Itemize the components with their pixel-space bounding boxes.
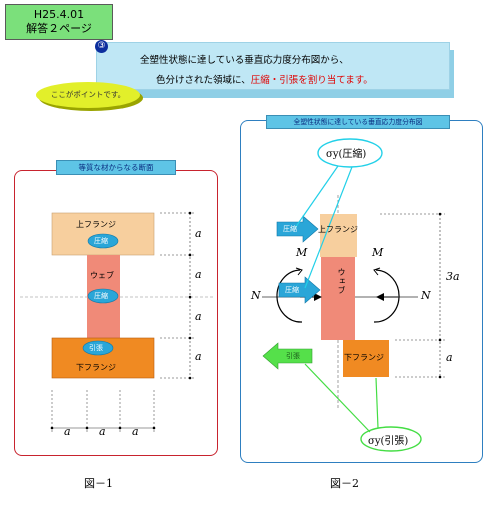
fig1-dim-a-7: a bbox=[132, 425, 139, 438]
fig1-dim-a-5: a bbox=[64, 425, 71, 438]
fig2-web-block bbox=[321, 257, 355, 340]
fig2-axial-left: N bbox=[251, 289, 261, 302]
figure-1-label: 等質な材からなる断面 bbox=[56, 160, 176, 175]
figure-1-caption: 図－1 bbox=[84, 477, 113, 490]
explanation-banner bbox=[96, 42, 450, 90]
figure-2-caption: 図－2 bbox=[330, 477, 359, 490]
fig1-dim-a-4: a bbox=[195, 350, 202, 363]
fig2-dim-a: a bbox=[446, 351, 453, 364]
fig2-tension-arrow bbox=[262, 342, 313, 370]
fig1-top-flange-label: 上フランジ bbox=[76, 220, 116, 229]
point-callout: ここがポイントです。 bbox=[36, 82, 140, 108]
fig2-top-flange-label: 上フランジ bbox=[318, 225, 358, 234]
banner-line-1: 全塑性状態に達している垂直応力度分布図から、 bbox=[140, 55, 349, 66]
fig2-bottom-flange-block bbox=[343, 340, 389, 377]
fig2-sigma-compression-text: σy(圧縮) bbox=[326, 149, 367, 160]
figure-2-label: 全塑性状態に達している垂直応力度分布図 bbox=[266, 115, 450, 129]
fig2-moment-right: M bbox=[372, 246, 384, 259]
fig1-top-badge-text: 圧縮 bbox=[94, 237, 108, 245]
banner-line-2: 色分けされた領域に、圧縮・引張を割り当てます。 bbox=[156, 72, 373, 86]
header-date: H25.4.01 bbox=[33, 8, 85, 21]
fig2-right-moment-arc bbox=[373, 269, 400, 323]
fig2-dim-3a: 3a bbox=[446, 270, 460, 283]
fig1-web-badge-text: 圧縮 bbox=[94, 292, 108, 300]
fig2-compression-arrow-web bbox=[278, 276, 321, 304]
fig2-top-flange-block bbox=[320, 214, 357, 257]
fig1-dim-a-2: a bbox=[195, 268, 202, 281]
fig1-dim-a-6: a bbox=[99, 425, 106, 438]
header-tag: H25.4.01 解答２ページ bbox=[5, 4, 113, 40]
fig1-top-badge bbox=[87, 233, 119, 249]
fig2-sigma-compression-callout bbox=[317, 138, 383, 168]
fig2-sigma-tension-text: σy(引張) bbox=[368, 436, 409, 447]
fig1-bottom-badge bbox=[82, 340, 114, 356]
header-page: 解答２ページ bbox=[26, 22, 92, 35]
fig1-web-badge bbox=[87, 288, 119, 304]
fig2-axial-right: N bbox=[421, 289, 431, 302]
fig2-bottom-flange-label: 下フランジ bbox=[344, 353, 384, 362]
banner-line-2-highlight: 圧縮・引張を割り当てます。 bbox=[250, 75, 373, 86]
fig1-bottom-badge-text: 引張 bbox=[89, 344, 103, 352]
fig2-compression-arrow-web-text: 圧縮 bbox=[285, 286, 299, 294]
fig2-sigma-tension-callout bbox=[360, 426, 422, 452]
fig2-compression-arrow-top-text: 圧縮 bbox=[283, 225, 297, 233]
fig2-tension-arrow-text: 引張 bbox=[286, 352, 300, 360]
fig2-web-label: ウェブ bbox=[337, 268, 346, 295]
figure-1-section bbox=[20, 211, 214, 432]
step-number-badge: ③ bbox=[95, 40, 108, 53]
figure-2-stress-diagram bbox=[262, 138, 445, 452]
fig1-bottom-flange-label: 下フランジ bbox=[76, 363, 116, 372]
fig1-web-label: ウェブ bbox=[90, 271, 114, 280]
fig1-dim-a-1: a bbox=[195, 227, 202, 240]
fig1-dim-a-3: a bbox=[195, 310, 202, 323]
fig2-left-moment-arc bbox=[276, 269, 303, 323]
fig2-moment-left: M bbox=[296, 246, 308, 259]
banner-line-2-plain: 色分けされた領域に、 bbox=[156, 75, 251, 86]
fig2-compression-arrow-top bbox=[276, 215, 319, 243]
